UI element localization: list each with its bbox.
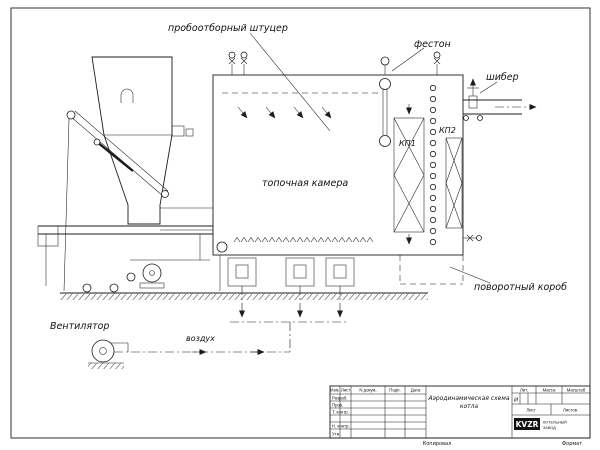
tb-sheet-label: Лист [526, 408, 535, 413]
ash-hoppers [227, 257, 355, 287]
fan-symbol [88, 339, 129, 369]
tb-scale-label: Масштаб [567, 388, 586, 393]
damper-gate [463, 78, 483, 121]
tb-lit-value: И [514, 398, 518, 404]
tb-row-nkontr: Н. контр. [332, 424, 350, 429]
festoon-tubes [379, 78, 391, 147]
tb-col-data: Дата [411, 388, 421, 393]
drive-motor [142, 263, 162, 283]
document-title-line2: котла [460, 403, 479, 410]
drain-valve [463, 234, 482, 242]
ground-hatch [60, 292, 428, 300]
tb-lit-label: Лит. [520, 388, 528, 393]
label-kp1: КП1 [399, 139, 416, 148]
footer-copied: Копировал [423, 441, 452, 447]
drum-fitting [380, 56, 390, 66]
tb-col-ndokum: N докум. [359, 388, 376, 393]
tb-sheets-label: Листов [563, 408, 578, 413]
flue-gas-outlet [463, 78, 537, 121]
air-duct-lines [114, 286, 348, 355]
lower-drum [216, 241, 228, 253]
convective-package-2 [445, 137, 463, 229]
label-furnace-chamber: топочная камера [262, 178, 348, 189]
label-damper: шибер [486, 72, 519, 83]
company-name-line1: КОТЕЛЬНЫЙ [543, 421, 567, 425]
grate-row [233, 237, 374, 243]
convective-package-1 [393, 104, 425, 245]
label-kp2: КП2 [439, 126, 456, 135]
label-turning-duct: поворотный короб [474, 282, 567, 293]
label-air: воздух [186, 334, 215, 343]
tb-col-list: Лист [341, 388, 350, 393]
tb-row-prov: Пров. [332, 403, 343, 408]
company-name-line2: ЗАВОД [543, 426, 556, 430]
label-sampling-fitting: пробоотборный штуцер [168, 23, 288, 34]
tube-bank [429, 84, 437, 246]
turning-duct-box [399, 255, 464, 285]
sheet-frame [10, 7, 591, 439]
tb-mass-label: Масса [543, 388, 556, 393]
wheel [109, 283, 119, 293]
title-block: Изм. Лист N докум. Подп. Дата Разраб. Пр… [329, 385, 591, 439]
leader-lines [249, 32, 498, 284]
boiler-body [212, 51, 482, 291]
label-festoon: фестон [414, 39, 451, 50]
footer-format: Формат [562, 441, 582, 447]
wheel [82, 283, 92, 293]
hopper-mark [120, 88, 134, 103]
tb-col-izm: Изм. [330, 388, 339, 393]
tb-col-podp: Подп. [389, 388, 400, 393]
document-title-line1: Аэродинамическая схема [427, 395, 509, 402]
furnace-outline [212, 74, 464, 256]
tb-row-razrab: Разраб. [332, 396, 347, 401]
stoker-cylinder [96, 141, 134, 172]
tb-row-tkontr: Т. контр. [332, 410, 349, 415]
label-fan: Вентилятор [50, 321, 109, 332]
company-logo-text: KVZR [516, 420, 539, 429]
fuel-feeder [37, 56, 213, 293]
company-logo-box [514, 418, 540, 430]
safety-valve [433, 51, 441, 75]
sampling-nozzles [228, 51, 248, 75]
tb-row-utv: Утв. [332, 432, 340, 437]
